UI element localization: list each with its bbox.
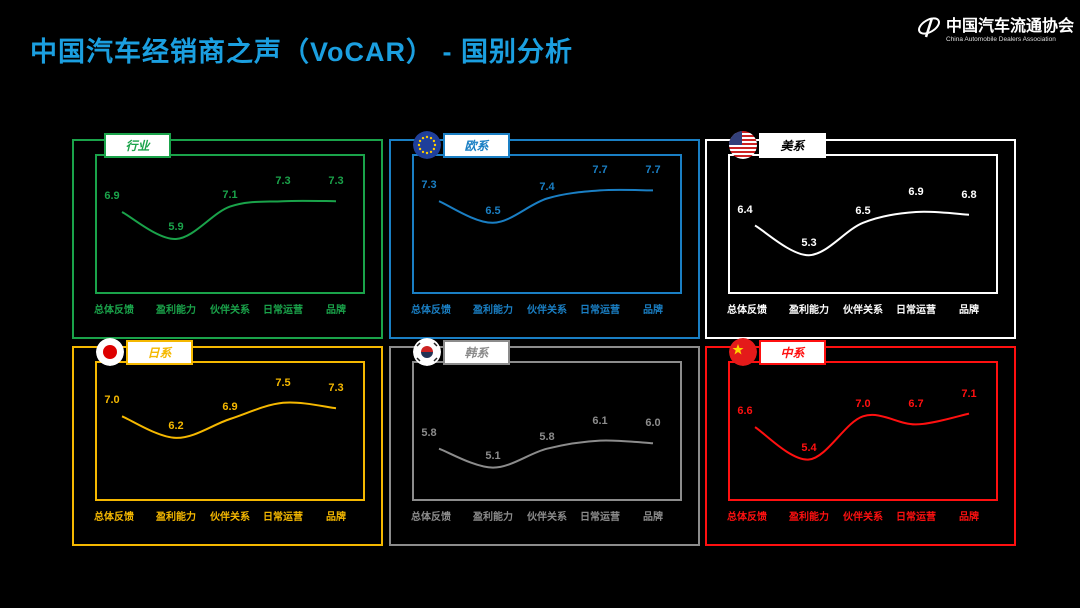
- value-label: 7.7: [592, 164, 608, 177]
- category-label: 伙伴关系: [843, 512, 883, 523]
- value-label: 6.9: [222, 401, 238, 413]
- panel-5: 中系 6.6 5.4 7.0 6.7 7.1 总体反馈 盈利能力 伙伴关系 日常运营 品牌: [705, 338, 1016, 546]
- value-label: 6.8: [961, 188, 977, 201]
- page-title: 中国汽车经销商之声（VoCAR） - 国别分析: [30, 37, 573, 67]
- category-label: 总体反馈: [727, 512, 767, 523]
- kr-flag-icon: [413, 338, 441, 366]
- value-label: 5.1: [485, 449, 501, 462]
- panel-label: 行业: [104, 133, 171, 158]
- value-label: 5.3: [801, 237, 817, 250]
- category-label: 盈利能力: [789, 512, 829, 523]
- category-label: 伙伴关系: [843, 305, 883, 316]
- value-label: 6.9: [104, 190, 120, 202]
- us-flag-icon: [729, 131, 757, 159]
- category-label: 日常运营: [896, 305, 936, 316]
- trend-curve: [754, 210, 970, 257]
- category-label: 品牌: [326, 305, 346, 316]
- logo-name-en: China Automobile Dealers Association: [946, 36, 1056, 43]
- value-label: 5.8: [539, 430, 555, 443]
- trend-curve: [438, 439, 654, 469]
- trend-curve: [121, 199, 337, 241]
- value-label: 6.1: [592, 414, 608, 427]
- category-label: 总体反馈: [94, 512, 134, 523]
- category-label: 品牌: [959, 305, 979, 316]
- trend-curve: [121, 401, 337, 439]
- value-label: 7.3: [275, 175, 291, 188]
- category-label: 伙伴关系: [210, 512, 250, 523]
- jp-flag-icon: [96, 338, 124, 366]
- panel-4: 韩系 5.8 5.1 5.8 6.1 6.0 总体反馈 盈利能力 伙伴关系 日常运营 品牌: [389, 338, 700, 546]
- logo-name-cn: 中国汽车流通协会: [946, 16, 1075, 35]
- category-label: 总体反馈: [411, 305, 451, 316]
- panel-label: 日系: [126, 340, 193, 365]
- value-label: 7.1: [961, 387, 977, 400]
- value-label: 5.4: [801, 441, 817, 454]
- category-label: 品牌: [643, 512, 663, 523]
- category-label: 品牌: [643, 305, 663, 316]
- value-label: 6.5: [855, 204, 871, 217]
- category-label: 日常运营: [580, 512, 620, 523]
- value-label: 6.4: [737, 203, 753, 216]
- panel-1: 欧系 7.3 6.5 7.4 7.7 7.7 总体反馈 盈利能力 伙伴关系 日常运营 品牌: [389, 131, 700, 339]
- category-label: 盈利能力: [156, 305, 196, 316]
- value-label: 6.0: [645, 417, 661, 430]
- category-label: 盈利能力: [156, 512, 196, 523]
- category-label: 日常运营: [263, 305, 303, 316]
- association-logo: 中国汽车流通协会 China Automobile Dealers Associ…: [916, 12, 1074, 43]
- cn-flag-icon: [729, 338, 757, 366]
- category-label: 盈利能力: [473, 512, 513, 523]
- value-label: 5.8: [421, 426, 437, 439]
- category-label: 日常运营: [896, 512, 936, 523]
- value-label: 7.3: [421, 179, 437, 192]
- value-label: 6.2: [168, 419, 184, 432]
- panel-label: 美系: [759, 133, 826, 158]
- eu-flag-icon: [413, 131, 441, 159]
- trend-curve: [438, 188, 654, 224]
- category-label: 总体反馈: [727, 305, 767, 316]
- category-label: 总体反馈: [411, 512, 451, 523]
- category-label: 伙伴关系: [527, 305, 567, 316]
- value-label: 5.9: [168, 221, 184, 233]
- value-label: 7.3: [328, 175, 344, 188]
- panel-2: 美系 6.4 5.3 6.5 6.9 6.8 总体反馈 盈利能力 伙伴关系 日常运营 品牌: [705, 131, 1016, 339]
- value-label: 6.9: [908, 186, 924, 198]
- panel-label: 韩系: [443, 340, 510, 365]
- panel-3: 日系 7.0 6.2 6.9 7.5 7.3 总体反馈 盈利能力 伙伴关系 日常运营 品牌: [72, 338, 383, 546]
- panel-label: 欧系: [443, 133, 510, 158]
- category-label: 总体反馈: [94, 305, 134, 316]
- category-label: 日常运营: [580, 305, 620, 316]
- category-label: 伙伴关系: [527, 512, 567, 523]
- value-label: 6.6: [737, 405, 753, 418]
- value-label: 7.0: [104, 394, 120, 407]
- category-label: 日常运营: [263, 512, 303, 523]
- category-label: 盈利能力: [789, 305, 829, 316]
- category-label: 盈利能力: [473, 305, 513, 316]
- value-label: 7.3: [328, 382, 344, 395]
- trend-curve: [754, 412, 970, 461]
- value-label: 6.7: [908, 398, 924, 411]
- logo-emblem-icon: [918, 16, 940, 37]
- panel-label: 中系: [759, 340, 826, 365]
- category-label: 品牌: [959, 512, 979, 523]
- value-label: 7.5: [275, 376, 291, 389]
- value-label: 7.4: [539, 180, 555, 193]
- category-label: 品牌: [326, 512, 346, 523]
- value-label: 7.0: [855, 398, 871, 411]
- value-label: 7.7: [645, 164, 661, 177]
- category-label: 伙伴关系: [210, 305, 250, 316]
- panel-0: 行业 6.9 5.9 7.1 7.3 7.3 总体反馈 盈利能力 伙伴关系 日常运营 品牌: [72, 133, 383, 339]
- value-label: 6.5: [485, 204, 501, 217]
- value-label: 7.1: [222, 188, 238, 201]
